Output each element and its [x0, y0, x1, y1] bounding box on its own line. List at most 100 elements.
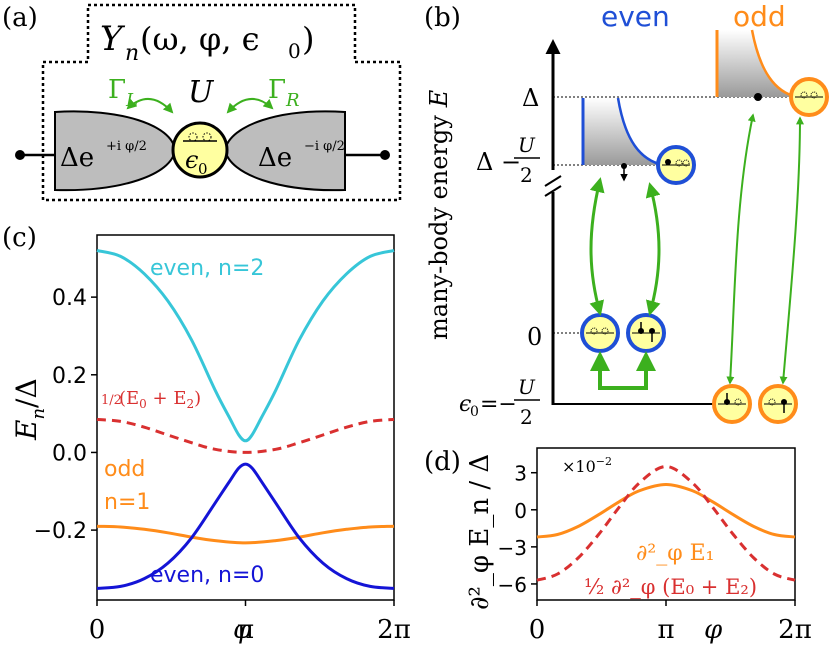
empty-site-icon — [734, 398, 742, 406]
panel-b: (b) even odd many-body energyE Δ Δ − U 2… — [424, 0, 829, 429]
plot-c-ticks: 0 π 2π 0.4 0.2 0.0 −0.2 — [34, 286, 411, 645]
energy-axis-label: many-body energyE — [425, 89, 453, 340]
empty-site-icon — [810, 91, 818, 99]
transition-arrow — [645, 182, 661, 316]
tick-zero: 0 — [527, 323, 542, 351]
empty-site-icon — [800, 91, 808, 99]
gamma-left: Γ — [108, 75, 126, 105]
tick-u-den: 2 — [520, 163, 533, 187]
x-tick-label: 0 — [89, 615, 106, 645]
annotation-odd-n: n=1 — [104, 490, 150, 515]
empty-site-icon — [675, 159, 683, 167]
axis-break-mark — [544, 185, 562, 197]
panel-label-b: (b) — [424, 3, 461, 33]
left-coupling-arrow — [126, 98, 174, 114]
plot-c-frame — [96, 234, 395, 601]
odd-continuum — [717, 30, 797, 97]
panel-label-c: (c) — [2, 223, 37, 253]
series-line — [536, 464, 796, 582]
left-lead-label: Δe — [60, 143, 94, 173]
tick-eps0-sub: 0 — [470, 404, 479, 420]
empty-site-icon — [601, 327, 609, 335]
state-even-zero-a — [580, 313, 620, 353]
right-coupling-arrow — [226, 98, 274, 114]
tick-delta: Δ — [522, 84, 539, 112]
series-line — [96, 249, 395, 443]
even-label: even — [601, 0, 670, 33]
plot-c-series — [96, 249, 395, 590]
y-tick-label: −0.2 — [34, 519, 87, 544]
left-lead-exponent: +i φ/2 — [106, 139, 147, 154]
y-tick-label: 0.4 — [52, 286, 87, 311]
x-tick-label: π — [657, 615, 674, 645]
dotted-frame — [41, 3, 402, 202]
state-odd-delta — [789, 77, 829, 117]
dot-label-sub: 0 — [198, 160, 208, 178]
plot-d-series — [536, 464, 796, 582]
series-line — [96, 524, 395, 545]
transition-arrow — [589, 177, 605, 316]
state-odd-eps-b — [758, 384, 798, 424]
series-line — [96, 462, 395, 590]
quasiparticle-dot — [621, 163, 627, 169]
panel-label-a: (a) — [2, 3, 38, 33]
quantum-dot — [171, 121, 229, 179]
y-args-sub: 0 — [288, 39, 301, 63]
y-tick-label: 0.2 — [52, 364, 87, 389]
right-lead-exponent: −i φ/2 — [304, 139, 345, 154]
dot-label: ϵ — [185, 146, 198, 174]
panel-c: (c) 0 π 2π 0.4 0.2 0.0 −0.2 En/Δ φ even, n=2 1… — [2, 223, 411, 645]
even-continuum — [583, 98, 663, 165]
panel-a: (a) Y n (ω, φ, ϵ 0 ) Δe +i φ/2 Δe −i φ/2… — [2, 3, 402, 202]
empty-site-icon — [202, 132, 212, 142]
plot-d-xsymbol: φ — [704, 615, 723, 645]
annotation-even0: even, n=0 — [150, 563, 264, 588]
series-line — [536, 482, 796, 539]
tick-u-num: U — [518, 133, 536, 157]
y-tick-label: 3 — [514, 462, 527, 486]
annotation-mean-half: 1/2 — [101, 393, 122, 408]
plot-d-ticks: 0 π 2π 3 0 −3 −6 — [498, 462, 812, 645]
empty-site-icon — [682, 159, 690, 167]
tick-u-num-2: U — [518, 375, 536, 399]
interaction-u: U — [188, 75, 215, 110]
panel-label-d: (d) — [424, 447, 461, 477]
y-subscript: n — [125, 41, 139, 66]
x-tick-label: π — [237, 615, 254, 645]
x-tick-label: 0 — [529, 615, 546, 645]
x-tick-label: 2π — [778, 615, 812, 645]
state-even-zero-b — [626, 313, 666, 353]
gamma-left-sub: L — [125, 90, 138, 111]
series-line — [96, 417, 395, 454]
tick-eps0-eq: =− — [480, 392, 517, 417]
left-terminal — [15, 150, 25, 160]
tick-eps0: ϵ — [459, 392, 471, 417]
y-tick-label: 0.0 — [52, 441, 87, 466]
pair-transition-arrow — [590, 351, 656, 390]
plot-d-scale: ×10−2 — [562, 455, 612, 476]
transition-arrow — [779, 116, 804, 385]
occupied-site-icon — [665, 159, 671, 165]
y-symbol: Y — [100, 19, 126, 59]
odd-label: odd — [733, 0, 786, 33]
y-tick-label: −6 — [498, 573, 527, 597]
empty-site-icon — [590, 327, 598, 335]
plot-c-ylabel: En/Δ — [10, 378, 49, 441]
gamma-right-sub: R — [285, 90, 300, 111]
annotation-even2: even, n=2 — [150, 256, 264, 281]
y-tick-label: −3 — [498, 536, 527, 560]
y-args: (ω, φ, ϵ — [140, 20, 260, 58]
x-tick-label: 2π — [377, 615, 411, 645]
empty-site-icon — [188, 132, 198, 142]
state-even-delta — [656, 145, 696, 185]
state-odd-eps-a — [712, 384, 752, 424]
y-tick-label: 0 — [514, 499, 527, 523]
annotation-odd: odd — [104, 457, 145, 482]
axis-break-mark — [544, 175, 562, 187]
plot-c-xsymbol: φ — [233, 615, 252, 645]
quasiparticle-dot — [754, 93, 762, 101]
annotation-mean-expr: (E0 + E2) — [119, 388, 201, 411]
transition-arrow — [726, 113, 756, 385]
